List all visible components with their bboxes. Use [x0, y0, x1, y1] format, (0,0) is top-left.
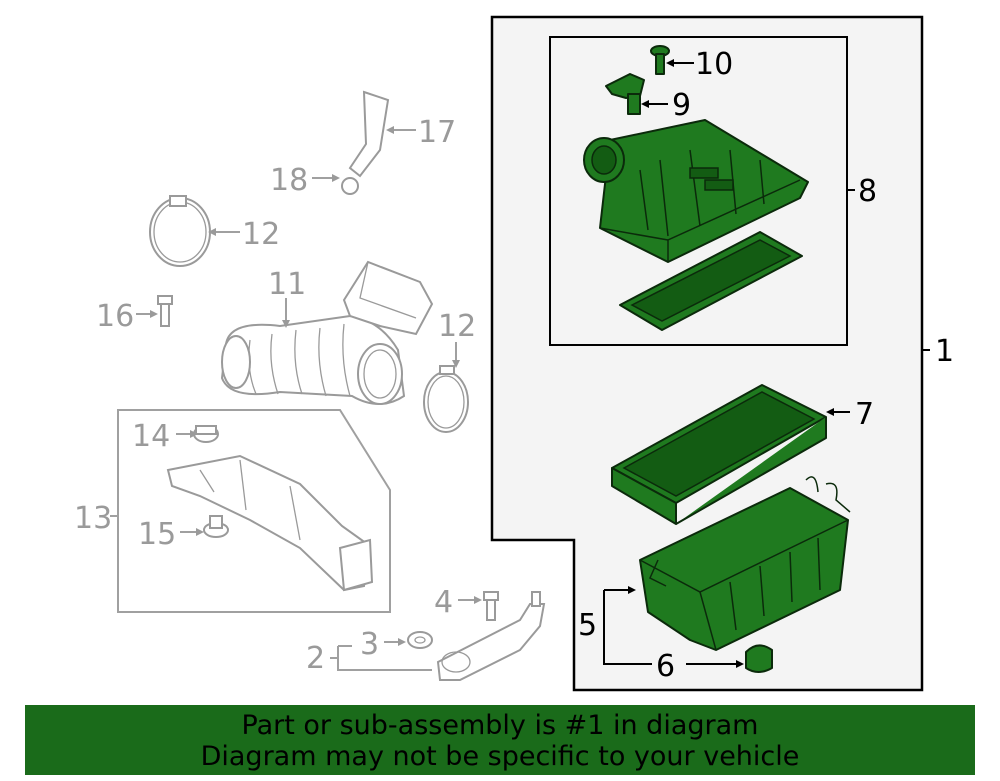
callout-18: 18: [270, 163, 308, 198]
part-8-cover: [583, 119, 809, 263]
callout-17: 17: [418, 115, 456, 150]
callout-12-upper: 12: [242, 217, 280, 252]
callout-1: 1: [935, 334, 954, 369]
callout-10: 10: [695, 47, 733, 82]
callout-4: 4: [434, 585, 453, 620]
callout-7: 7: [855, 397, 874, 432]
part-12-clamp-lower: 12: [423, 309, 476, 433]
part-17-hose: 17: [348, 90, 456, 178]
callout-11: 11: [268, 267, 306, 302]
callout-12-lower: 12: [438, 309, 476, 344]
part-9-sensor: 9: [605, 73, 691, 123]
part-11-duct: 11: [220, 260, 434, 405]
notice-line-1: Part or sub-assembly is #1 in diagram: [241, 710, 759, 741]
part-18-clamp: 18: [270, 163, 359, 198]
parts-diagram: 1 8 10 9: [74, 15, 954, 692]
part-5-lower-housing: 5: [578, 476, 851, 665]
part-3-insulator: 3: [360, 627, 433, 662]
part-8-filter-frame: [619, 231, 803, 331]
callout-3: 3: [360, 627, 379, 662]
part-7-filter: 7: [611, 384, 874, 525]
callout-16: 16: [96, 299, 134, 334]
callout-9: 9: [672, 88, 691, 123]
callout-6: 6: [656, 649, 675, 684]
part-2-bracket: 2: [306, 591, 546, 681]
notice-line-2: Diagram may not be specific to your vehi…: [200, 741, 800, 772]
part-12-clamp-upper: 12: [149, 195, 280, 267]
part-13-group: 13 14 15: [74, 409, 391, 613]
callout-13: 13: [74, 501, 112, 536]
callout-5: 5: [578, 608, 597, 643]
part-6-valve: 6: [656, 644, 773, 684]
callout-8: 8: [858, 174, 877, 209]
part-10-screw: 10: [650, 45, 733, 82]
callout-15: 15: [138, 517, 176, 552]
callout-2: 2: [306, 641, 325, 676]
notice-banner: Part or sub-assembly is #1 in diagram Di…: [25, 705, 975, 775]
part-16-bolt: 16: [96, 295, 173, 334]
callout-14: 14: [132, 419, 170, 454]
part-4-bolt: 4: [434, 585, 499, 621]
